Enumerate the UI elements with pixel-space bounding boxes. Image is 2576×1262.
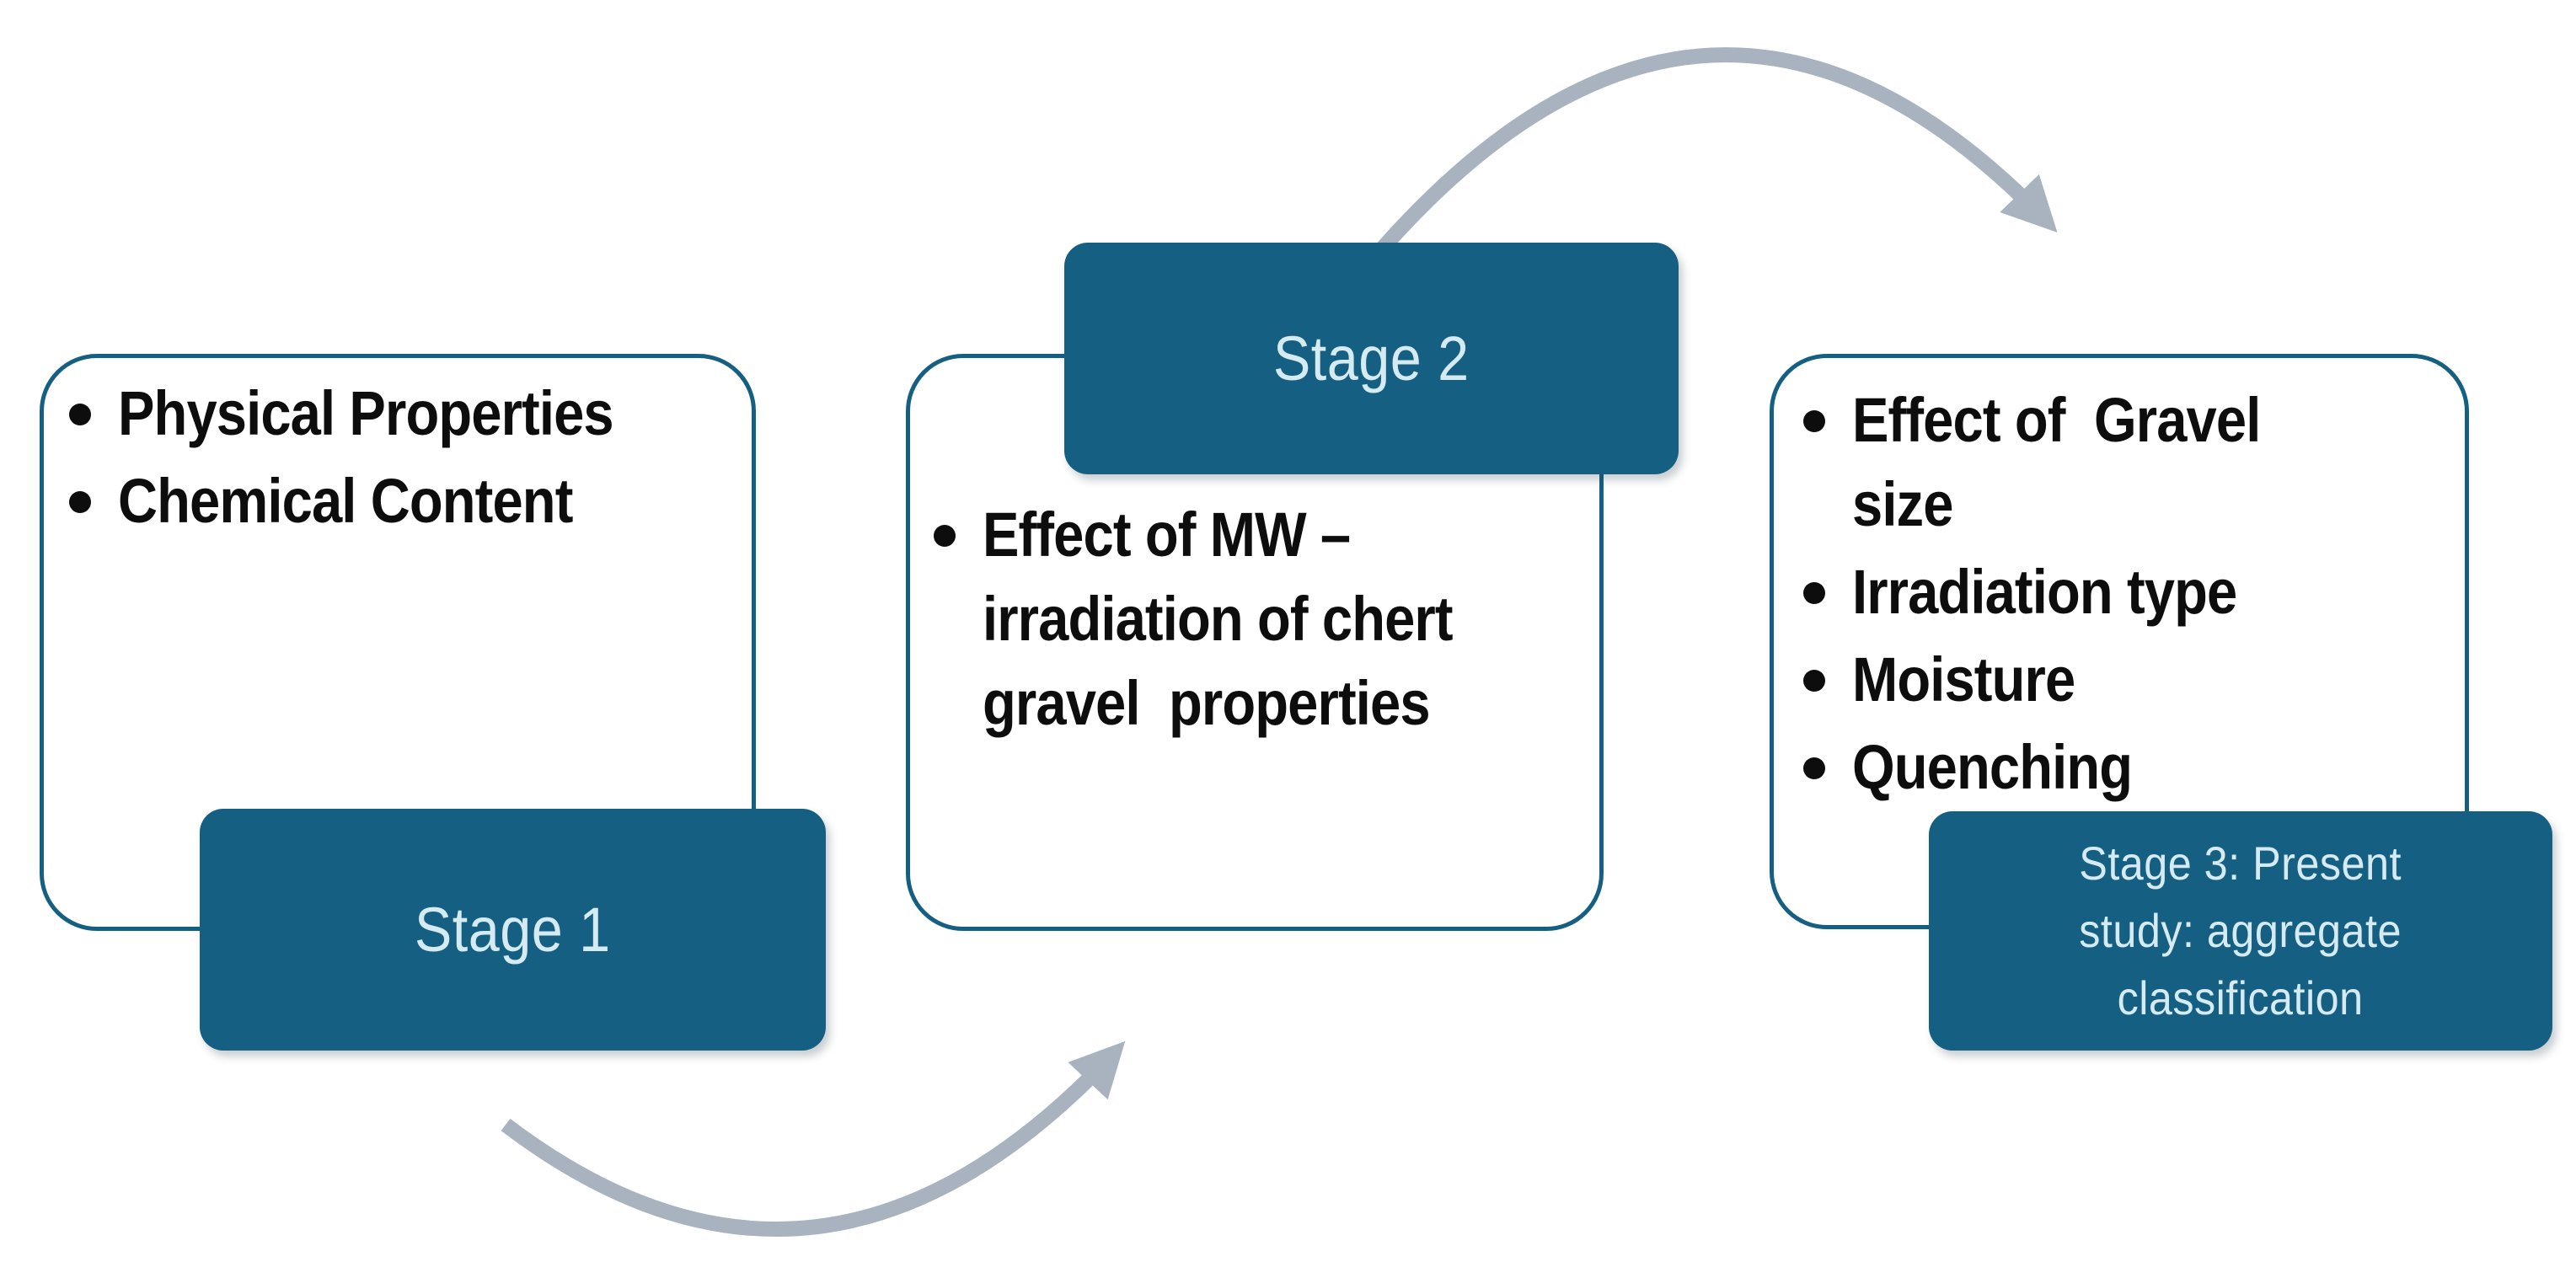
stage2-label: Stage 2 (1273, 324, 1470, 393)
bullet-item: Irradiation type (1803, 550, 2316, 634)
bullet-item: Effect of MW – irradiation of chert grav… (934, 493, 1517, 746)
bullet-text: Irradiation type (1852, 557, 2237, 627)
bullet-item: Quenching (1803, 725, 2316, 810)
bullet-icon (69, 404, 91, 425)
stage3-label: Stage 3: Present study: aggregate classi… (2079, 837, 2402, 1024)
bullet-text: Effect of MW – irradiation of chert grav… (983, 500, 1454, 738)
stage2-label-box: Stage 2 (1064, 243, 1679, 474)
bullet-icon (1803, 582, 1825, 604)
bullet-icon (1803, 410, 1825, 432)
bullet-icon (1803, 757, 1825, 779)
bullet-item: Moisture (1803, 638, 2316, 722)
stage1-bullet-list: Physical Properties Chemical Content (69, 372, 681, 547)
curved-arrow-icon (1373, 47, 2058, 258)
bullet-item: Chemical Content (69, 459, 681, 543)
bullet-item: Physical Properties (69, 372, 681, 456)
bullet-icon (934, 525, 956, 547)
bullet-icon (1803, 670, 1825, 692)
stage3-label-box: Stage 3: Present study: aggregate classi… (1929, 811, 2552, 1051)
bullet-text: Effect of Gravel size (1852, 385, 2261, 539)
stage1-label-box: Stage 1 (200, 809, 826, 1051)
bullet-icon (69, 491, 91, 513)
bullet-text: Moisture (1852, 644, 2075, 714)
bullet-text: Chemical Content (118, 466, 573, 536)
bullet-item: Effect of Gravel size (1803, 378, 2316, 547)
stage2-bullet-list: Effect of MW – irradiation of chert grav… (934, 493, 1517, 749)
stage3-bullet-list: Effect of Gravel size Irradiation type M… (1803, 378, 2316, 813)
bullet-text: Quenching (1852, 732, 2133, 802)
curved-arrow-icon (501, 1040, 1126, 1238)
stage1-label: Stage 1 (415, 895, 611, 965)
bullet-text: Physical Properties (118, 378, 614, 448)
